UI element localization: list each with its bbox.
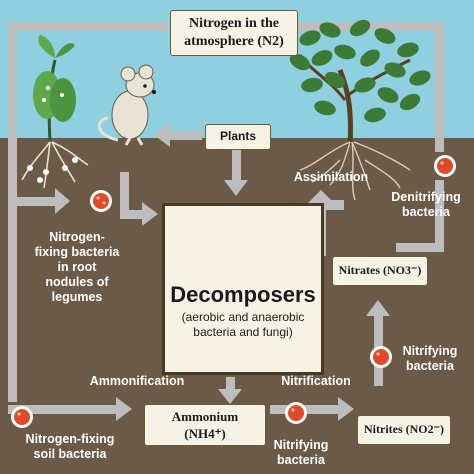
soil-line1: Nitrogen-fixing	[25, 432, 115, 446]
nf-line3: in root	[57, 260, 97, 274]
denit-line2: bacteria	[402, 205, 450, 219]
arrow-head-to-decomposers-left	[142, 202, 158, 226]
nitrates-label: Nitrates (NO3⁻)	[338, 263, 422, 277]
soil-line2: soil bacteria	[33, 447, 107, 461]
arrow-head-to-animal	[154, 123, 170, 147]
bacteria-soil	[11, 406, 33, 428]
label-ammonification: Ammonification	[89, 374, 185, 388]
arrow-left-vertical	[8, 22, 17, 402]
nitrites-label: Nitrites (NO2⁻)	[364, 422, 444, 436]
nitrates-box: Nitrates (NO3⁻)	[332, 256, 428, 286]
arrow-head-to-ammonium	[218, 389, 242, 404]
arrow-right-vertical	[435, 22, 444, 152]
arrow-left-top	[8, 22, 168, 31]
ammonium-line1: Ammonium	[171, 409, 239, 424]
arrow-head-to-legume	[55, 188, 70, 214]
ammonium-line2: (NH4⁺)	[184, 426, 226, 441]
ammonium-box: Ammonium (NH4⁺)	[144, 404, 266, 446]
arrow-head-to-nitrates	[366, 300, 390, 316]
arrow-head-to-nitrites	[338, 397, 354, 421]
nitr-bottom-line1: Nitrifying	[273, 438, 329, 452]
decomposers-sub-line1: (aerobic and anaerobic	[181, 310, 305, 324]
plants-label: Plants	[219, 129, 256, 143]
label-nitrifying-bacteria-right: Nitrifying bacteria	[390, 344, 470, 374]
atmosphere-line1: Nitrogen in the	[189, 16, 279, 31]
tree-illustration	[289, 19, 431, 201]
arrow-head-plants-to-decomposers	[224, 180, 248, 196]
cycle-arrows	[8, 14, 444, 421]
label-nitrification: Nitrification	[281, 374, 351, 388]
label-nitrogen-fixing-legumes: Nitrogen- fixing bacteria in root nodule…	[22, 230, 132, 305]
mouse-illustration	[97, 64, 156, 146]
nf-line1: Nitrogen-	[49, 230, 105, 244]
bacteria-denitrifying	[434, 155, 456, 177]
legume-plant-illustration	[21, 35, 89, 189]
arrow-right-lower-vertical	[435, 180, 444, 252]
nf-line4: nodules of	[45, 275, 109, 289]
arrow-to-legume	[17, 197, 55, 206]
label-denitrifying-bacteria: Denitrifying bacteria	[380, 190, 472, 220]
decomposers-title: Decomposers	[170, 282, 316, 307]
label-nitrogen-fixing-soil: Nitrogen-fixing soil bacteria	[12, 432, 128, 462]
nitr-bottom-line2: bacteria	[277, 453, 325, 467]
bacteria-nitrifying-bottom	[285, 402, 307, 424]
arrow-head-soil-to-ammonium	[116, 397, 132, 421]
nf-line5: legumes	[51, 290, 103, 304]
bacteria-nitrifying-right	[370, 346, 392, 368]
atmosphere-box: Nitrogen in the atmosphere (N2)	[170, 10, 298, 56]
label-nitrifying-bacteria-bottom: Nitrifying bacteria	[266, 438, 336, 468]
plants-box: Plants	[205, 124, 271, 150]
nitrites-box: Nitrites (NO2⁻)	[357, 415, 451, 445]
decomposers-box	[162, 203, 324, 375]
atmosphere-line2: atmosphere (N2)	[184, 34, 284, 49]
decomposers-sub-line2: bacteria and fungi)	[193, 325, 293, 339]
nitr-right-line2: bacteria	[406, 359, 454, 373]
decomposers-subtitle: (aerobic and anaerobic bacteria and fung…	[162, 310, 324, 340]
label-assimilation: Assimilation	[293, 170, 369, 184]
nitr-right-line1: Nitrifying	[402, 344, 458, 358]
arrow-head-assimilation	[306, 190, 336, 205]
denit-line1: Denitrifying	[391, 190, 461, 204]
arrow-right-top	[296, 22, 444, 31]
nf-line2: fixing bacteria	[34, 245, 120, 259]
bacteria-legume	[90, 190, 112, 212]
